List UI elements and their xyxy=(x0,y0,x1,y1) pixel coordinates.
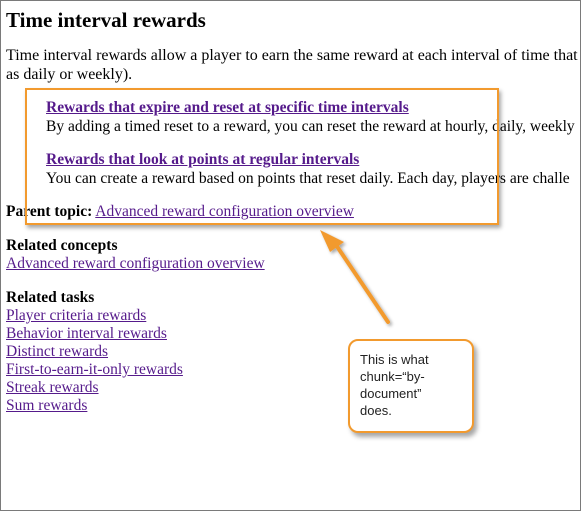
related-task-link-behavior-interval[interactable]: Behavior interval rewards xyxy=(6,325,167,342)
child-link-expire-reset[interactable]: Rewards that expire and reset at specifi… xyxy=(46,99,409,116)
callout-line-2: chunk=“by- xyxy=(360,369,425,384)
annotation-highlight-box xyxy=(25,88,499,225)
related-tasks-heading: Related tasks xyxy=(6,289,95,306)
parent-topic-link[interactable]: Advanced reward configuration overview xyxy=(95,203,354,220)
related-task-link-sum[interactable]: Sum rewards xyxy=(6,397,88,414)
page-title: Time interval rewards xyxy=(6,8,206,32)
related-concepts-heading: Related concepts xyxy=(6,237,118,254)
child-link-description: By adding a timed reset to a reward, you… xyxy=(46,118,575,135)
related-concept-link[interactable]: Advanced reward configuration overview xyxy=(6,255,265,272)
child-link-item: Rewards that look at points at regular i… xyxy=(46,151,570,188)
parent-topic: Parent topic: Advanced reward configurat… xyxy=(6,203,354,221)
intro-paragraph: Time interval rewards allow a player to … xyxy=(6,46,581,84)
parent-topic-label: Parent topic: xyxy=(6,203,93,220)
related-task-link-streak[interactable]: Streak rewards xyxy=(6,379,99,396)
child-link-points-intervals[interactable]: Rewards that look at points at regular i… xyxy=(46,151,360,168)
related-task-link-player-criteria[interactable]: Player criteria rewards xyxy=(6,307,147,324)
callout-line-1: This is what xyxy=(360,352,429,367)
callout-line-3: document” xyxy=(360,386,422,401)
callout-line-4: does. xyxy=(360,403,392,418)
related-task-link-distinct[interactable]: Distinct rewards xyxy=(6,343,109,360)
child-link-description: You can create a reward based on points … xyxy=(46,170,570,187)
intro-line-2: as daily or weekly). xyxy=(6,66,133,83)
annotation-callout: This is what chunk=“by- document” does. xyxy=(348,339,474,433)
related-task-link-first-to-earn[interactable]: First-to-earn-it-only rewards xyxy=(6,361,183,378)
child-link-item: Rewards that expire and reset at specifi… xyxy=(46,99,575,136)
intro-line-1: Time interval rewards allow a player to … xyxy=(6,47,581,64)
